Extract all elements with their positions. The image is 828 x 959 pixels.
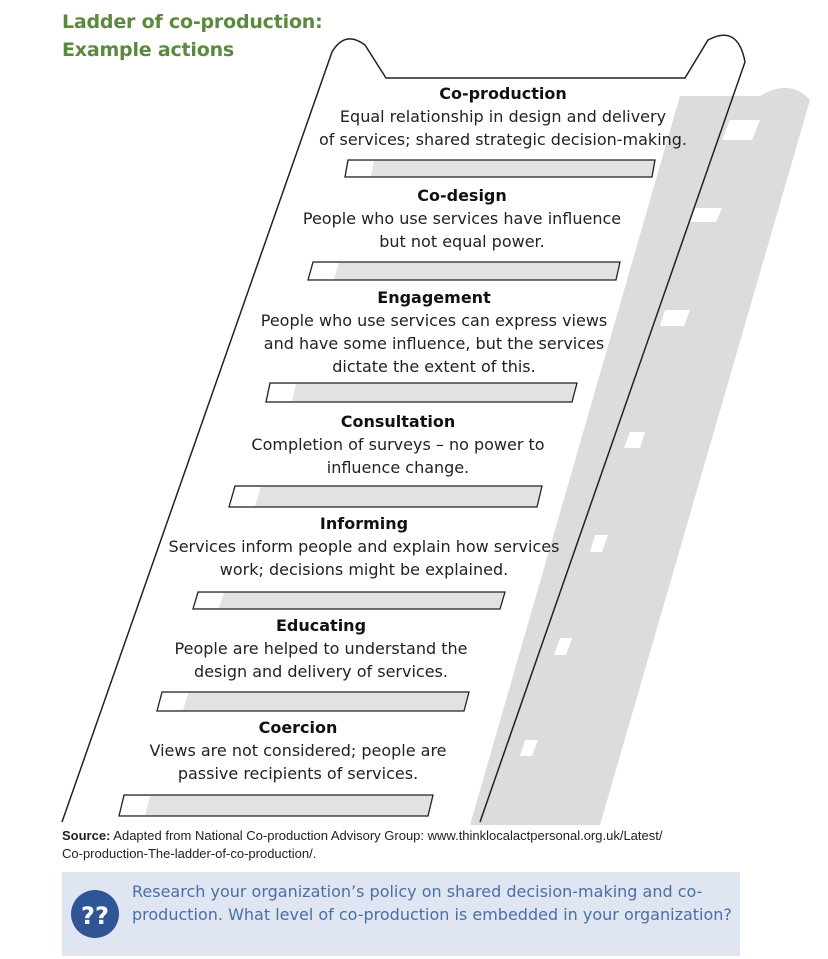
ladder-rung: [344, 159, 656, 178]
rung-highlight: [230, 487, 261, 506]
title-line-2: Example actions: [62, 39, 235, 61]
rung-description: Equal relationship in design and deliver…: [318, 107, 688, 149]
rung-heading: Engagement: [377, 288, 491, 307]
source-note: Source: Adapted from National Co-product…: [62, 827, 762, 863]
rung-highlight: [267, 384, 296, 401]
ladder-rung: [118, 794, 434, 817]
source-text: Adapted from National Co-production Advi…: [62, 828, 663, 861]
rung-highlight: [309, 263, 339, 279]
rung-description: Views are not considered; people are pas…: [149, 741, 447, 783]
diagram-title: Ladder of co-production: Example actions: [62, 8, 323, 64]
rung-highlight: [120, 796, 150, 815]
rung-heading: Informing: [319, 514, 409, 533]
rung-heading: Consultation: [340, 412, 456, 431]
svg-text:?: ?: [81, 902, 95, 930]
callout-text: Research your organization’s policy on s…: [132, 882, 732, 924]
ladder-rung: [156, 691, 470, 712]
rung-heading: Educating: [275, 616, 367, 635]
ladder-rung: [265, 382, 578, 403]
rung-description: Completion of surveys – no power to infl…: [251, 435, 545, 477]
rung-highlight: [346, 161, 374, 176]
question-marks-icon: ? ?: [71, 890, 119, 938]
ladder-rungs: [118, 159, 656, 817]
rung-description: People who use services can express view…: [260, 311, 608, 376]
ladder-rung: [228, 485, 543, 508]
reflection-callout: ? ? Research your organization’s policy …: [62, 872, 740, 956]
ladder-rung: [307, 261, 621, 281]
rung-description: Services inform people and explain how s…: [168, 537, 560, 579]
rung-heading: Co-design: [417, 186, 507, 205]
source-label: Source:: [62, 828, 111, 843]
rung-highlight: [158, 693, 188, 710]
rung-description: People are helped to understand the desi…: [174, 639, 468, 681]
ladder-rung: [192, 591, 506, 610]
rung-highlight: [194, 593, 224, 608]
rung-heading: Coercion: [258, 718, 338, 737]
rung-heading: Co-production: [439, 84, 567, 103]
ladder-frame: [61, 34, 746, 823]
svg-text:?: ?: [95, 902, 109, 930]
title-line-1: Ladder of co-production:: [62, 11, 323, 33]
rung-description: People who use services have influence b…: [302, 209, 622, 251]
ladder-shadow: [470, 87, 810, 825]
